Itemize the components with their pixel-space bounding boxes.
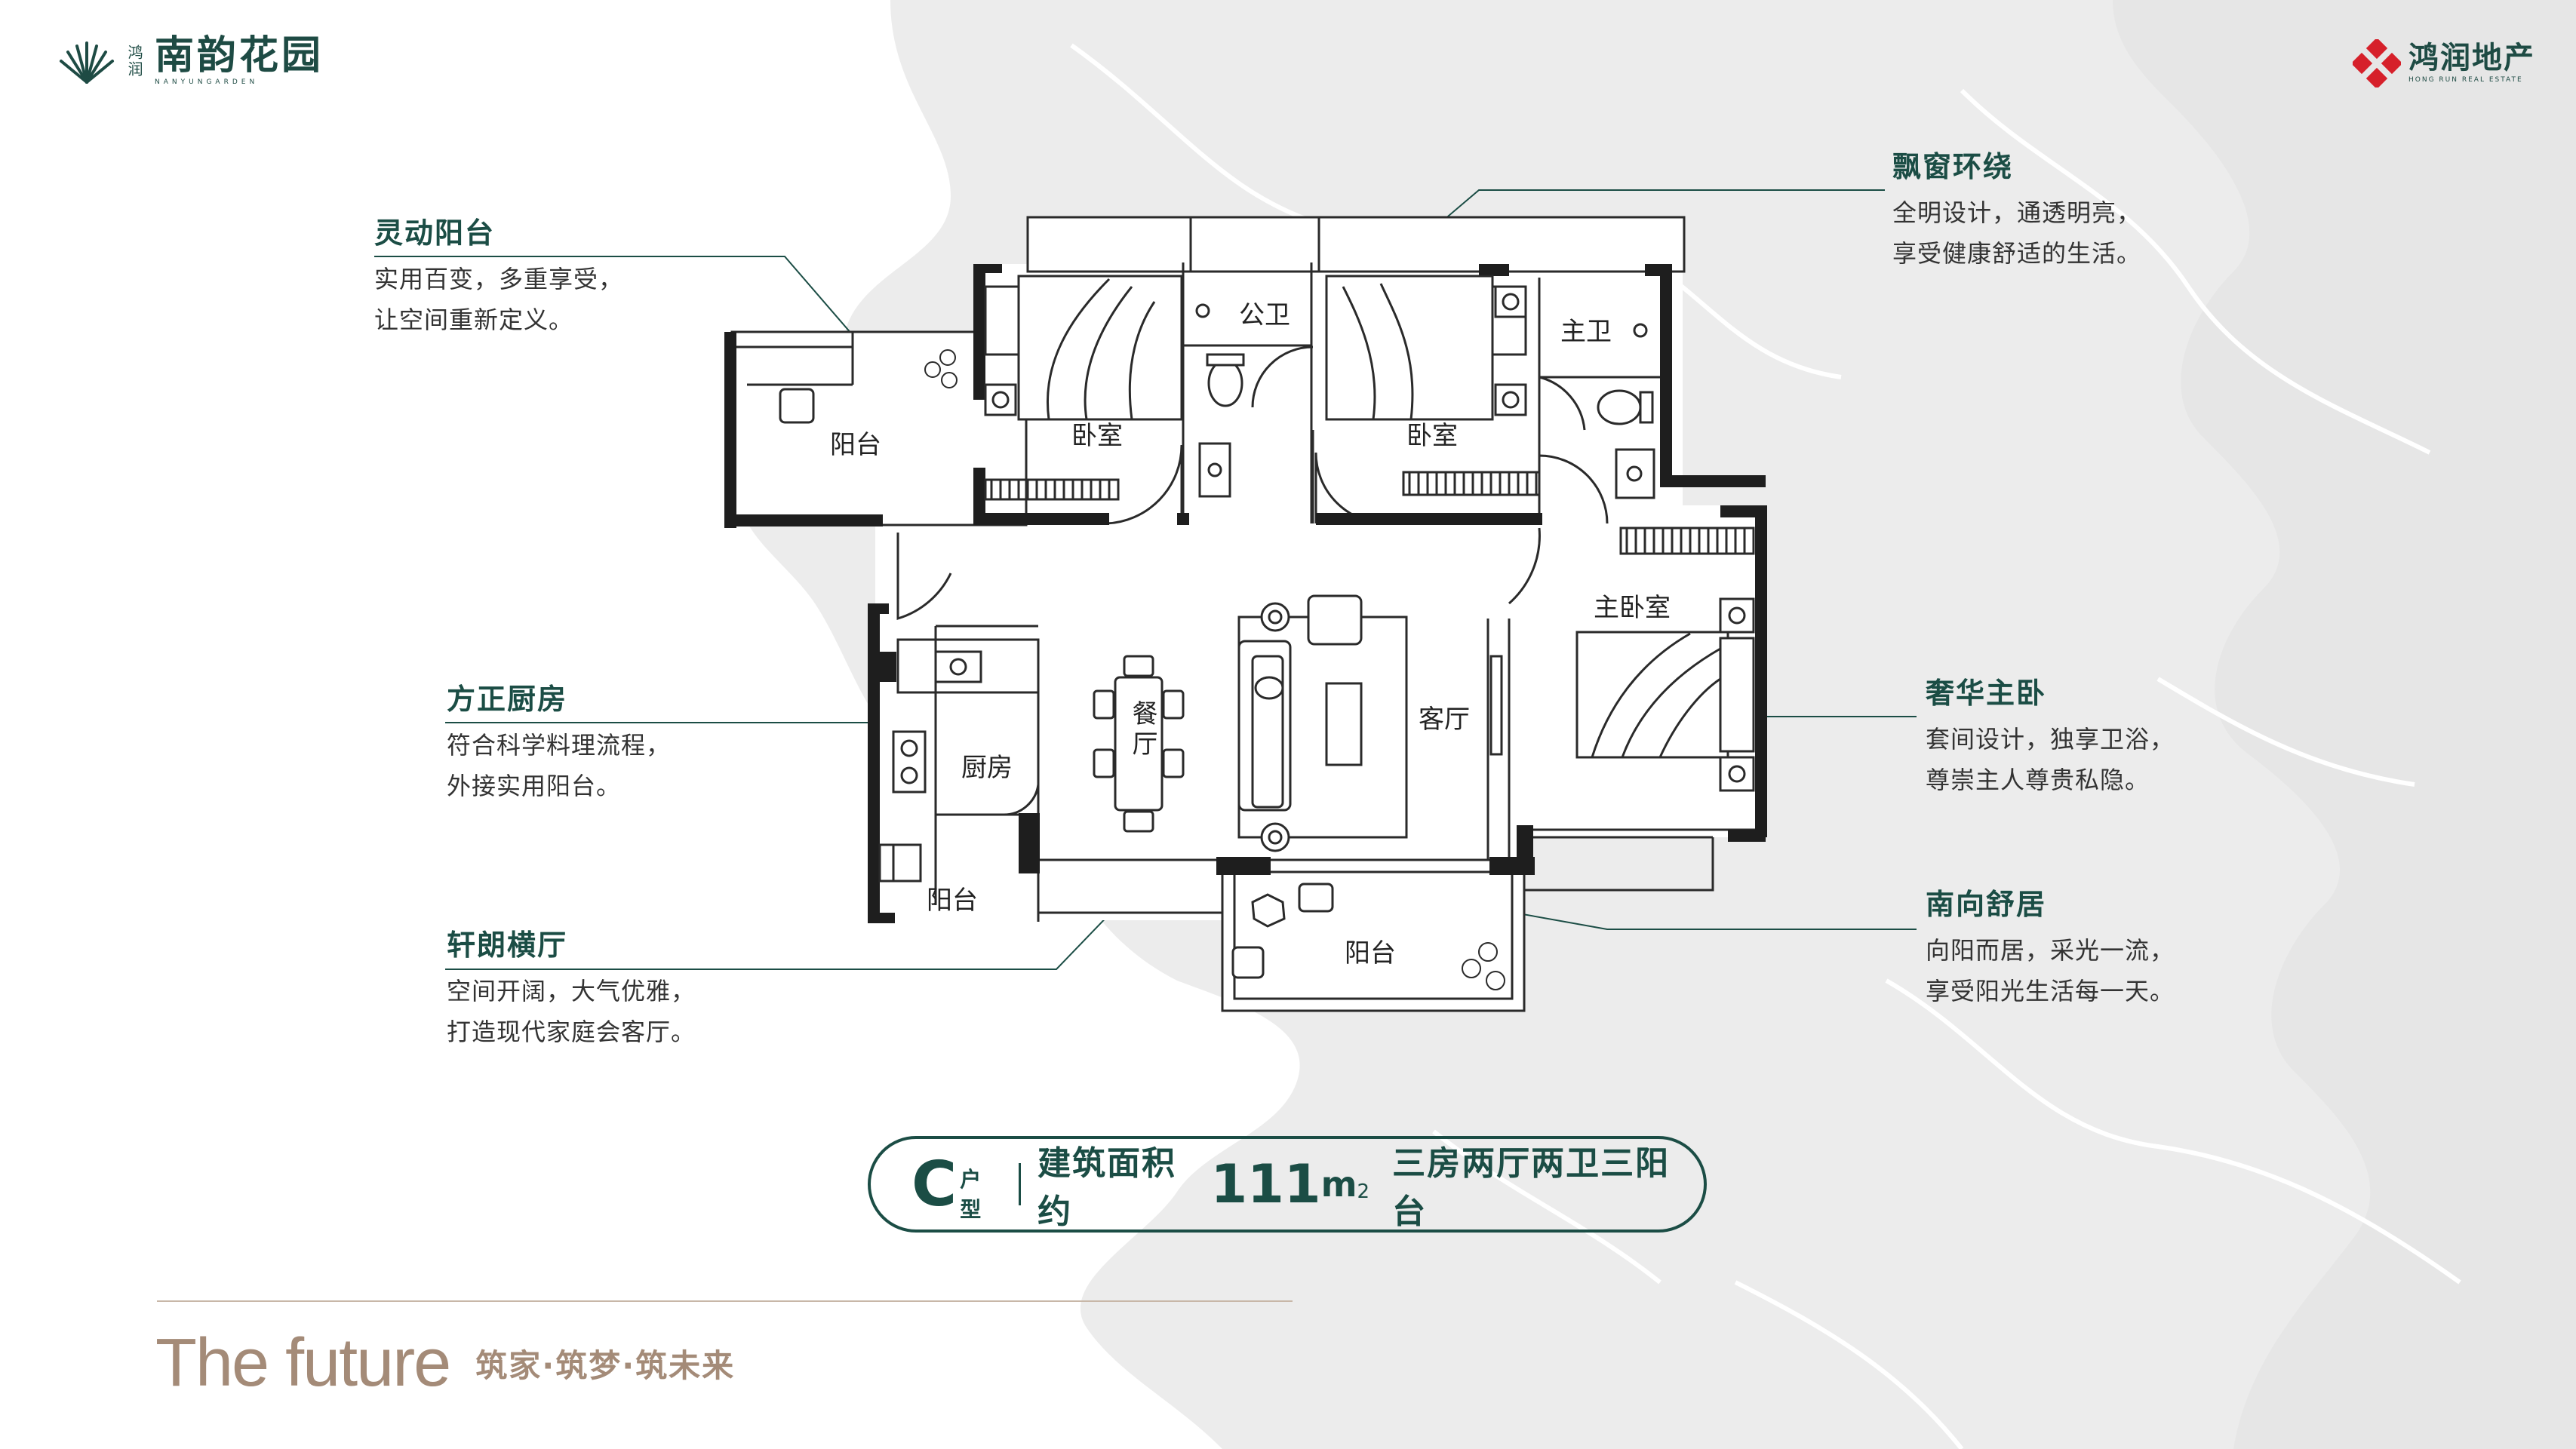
feature-line: 全明设计，通透明亮， bbox=[1892, 198, 2142, 227]
slogan-cn: 筑家·筑梦·筑未来 bbox=[475, 1347, 736, 1384]
room-living: 客厅 bbox=[1419, 705, 1470, 735]
feature-line: 符合科学料理流程， bbox=[447, 731, 672, 760]
plants bbox=[924, 349, 1505, 990]
feature-window: 飘窗环绕 全明设计，通透明亮， 享受健康舒适的生活。 bbox=[1892, 143, 2141, 274]
room-bedroom-1: 卧室 bbox=[1071, 421, 1123, 451]
brand-sub: 鸿润 bbox=[125, 45, 143, 78]
area-sup: 2 bbox=[1357, 1180, 1370, 1203]
feature-line: 享受阳光生活每一天。 bbox=[1926, 977, 2175, 1005]
feature-line: 享受健康舒适的生活。 bbox=[1892, 239, 2142, 268]
developer-name: 鸿润地产 bbox=[2408, 41, 2535, 75]
unit-type: 户型 bbox=[960, 1167, 982, 1222]
room-bedroom-2: 卧室 bbox=[1406, 421, 1458, 451]
feature-line: 向阳而居，采光一流， bbox=[1926, 936, 2175, 965]
feature-title: 轩朗横厅 bbox=[447, 929, 568, 962]
feature-line: 打造现代家庭会客厅。 bbox=[447, 1018, 696, 1046]
feature-balcony: 灵动阳台 实用百变，多重享受， 让空间重新定义。 bbox=[374, 210, 623, 340]
room-balcony-south: 阳台 bbox=[1345, 938, 1396, 969]
feature-south: 南向舒居 向阳而居，采光一流， 享受阳光生活每一天。 bbox=[1926, 881, 2175, 1012]
divider bbox=[1019, 1163, 1022, 1205]
feature-line: 套间设计，独享卫浴， bbox=[1926, 725, 2175, 754]
unit-letter: C bbox=[911, 1148, 958, 1220]
feature-hall: 轩朗横厅 空间开阔，大气优雅， 打造现代家庭会客厅。 bbox=[447, 922, 696, 1052]
room-public-bath: 公卫 bbox=[1239, 300, 1290, 330]
room-master-bath: 主卫 bbox=[1560, 317, 1612, 347]
room-balcony-left: 阳台 bbox=[830, 430, 881, 460]
diamond-logo-icon bbox=[2353, 39, 2401, 87]
feature-line: 尊崇主人尊贵私隐。 bbox=[1926, 766, 2150, 794]
slogan-en: The future bbox=[155, 1325, 451, 1401]
developer-logo[interactable]: 鸿润地产 HONG RUN REAL ESTATE bbox=[2353, 39, 2535, 87]
feature-title: 方正厨房 bbox=[447, 683, 568, 716]
feature-line: 空间开阔，大气优雅， bbox=[447, 977, 696, 1005]
room-dining: 餐厅 bbox=[1127, 700, 1157, 760]
room-kitchen-balcony: 阳台 bbox=[927, 886, 978, 916]
room-master-bedroom: 主卧室 bbox=[1594, 593, 1671, 623]
area-label: 建筑面积约 bbox=[1037, 1144, 1177, 1231]
brand-name: 南韵花园 bbox=[155, 33, 324, 78]
feature-master: 奢华主卧 套间设计，独享卫浴， 尊崇主人尊贵私隐。 bbox=[1926, 670, 2175, 800]
slogan: The future 筑家·筑梦·筑未来 bbox=[155, 1325, 735, 1402]
slogan-divider bbox=[157, 1300, 1293, 1302]
area-value: 111 bbox=[1210, 1153, 1321, 1215]
feature-line: 外接实用阳台。 bbox=[447, 772, 622, 800]
area-unit: m bbox=[1320, 1164, 1357, 1205]
fan-logo-icon bbox=[60, 41, 114, 84]
feature-kitchen: 方正厨房 符合科学料理流程， 外接实用阳台。 bbox=[447, 676, 671, 806]
brand-logo[interactable]: 鸿润 南韵花园 NANYUNGARDEN bbox=[59, 36, 324, 86]
feature-title: 南向舒居 bbox=[1926, 888, 2047, 921]
developer-en: HONG RUN REAL ESTATE bbox=[2408, 76, 2523, 84]
brand-pinyin: NANYUNGARDEN bbox=[155, 78, 259, 86]
feature-line: 实用百变，多重享受， bbox=[374, 265, 624, 293]
feature-title: 奢华主卧 bbox=[1926, 677, 2047, 710]
feature-title: 飘窗环绕 bbox=[1892, 150, 2014, 183]
feature-title: 灵动阳台 bbox=[374, 216, 496, 250]
feature-line: 让空间重新定义。 bbox=[374, 305, 574, 334]
layout-desc: 三房两厅两卫三阳台 bbox=[1392, 1144, 1671, 1231]
room-kitchen: 厨房 bbox=[961, 753, 1013, 783]
